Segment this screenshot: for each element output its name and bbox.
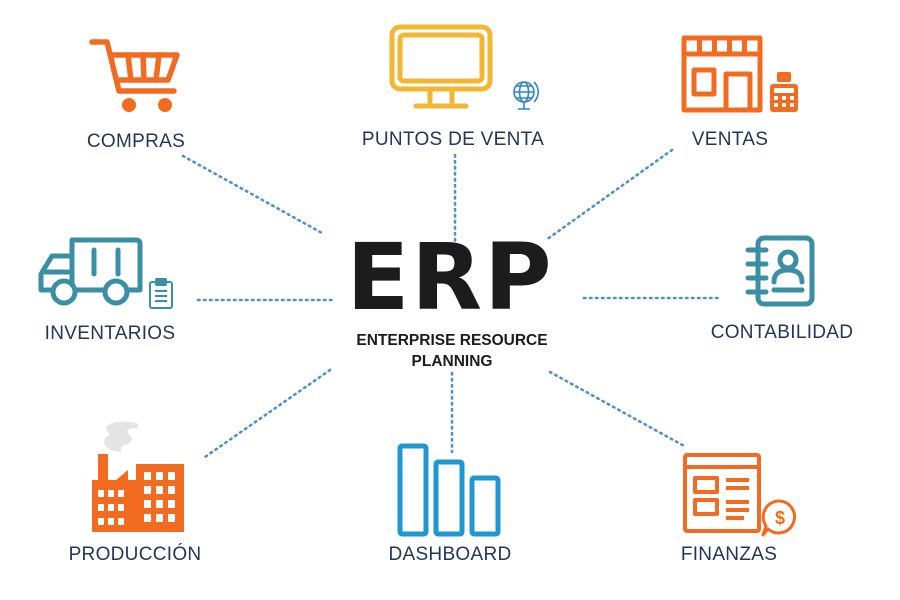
clipboard-icon — [149, 278, 173, 309]
label-puntos-de-venta: PUNTOS DE VENTA — [361, 129, 545, 150]
label-produccion: PRODUCCIÓN — [68, 544, 202, 565]
svg-text:$: $ — [775, 508, 785, 528]
cash-register-icon — [770, 72, 798, 112]
label-compras: COMPRAS — [86, 131, 186, 152]
dollar-speech-bubble-icon: $ — [761, 499, 796, 537]
label-inventarios: INVENTARIOS — [44, 323, 176, 344]
connector-compras — [181, 154, 324, 235]
shopping-cart-icon — [89, 39, 180, 112]
erp-title: ERP — [346, 224, 554, 331]
label-ventas: VENTAS — [691, 129, 769, 150]
monitor-icon — [389, 24, 493, 109]
delivery-truck-icon — [38, 237, 143, 306]
financial-report-icon — [683, 453, 761, 533]
connector-ventas — [544, 148, 674, 242]
erp-subtitle: ENTERPRISE RESOURCE PLANNING — [356, 332, 548, 370]
factory-icon — [92, 421, 184, 532]
storefront-icon — [681, 35, 763, 113]
label-contabilidad: CONTABILIDAD — [710, 322, 854, 343]
connector-finanzas — [548, 370, 688, 449]
address-book-icon — [745, 235, 815, 307]
label-dashboard: DASHBOARD — [388, 544, 512, 565]
label-finanzas: FINANZAS — [680, 544, 778, 565]
connector-produccion — [203, 368, 332, 459]
globe-icon — [513, 81, 539, 110]
bar-chart-icon — [397, 443, 501, 537]
